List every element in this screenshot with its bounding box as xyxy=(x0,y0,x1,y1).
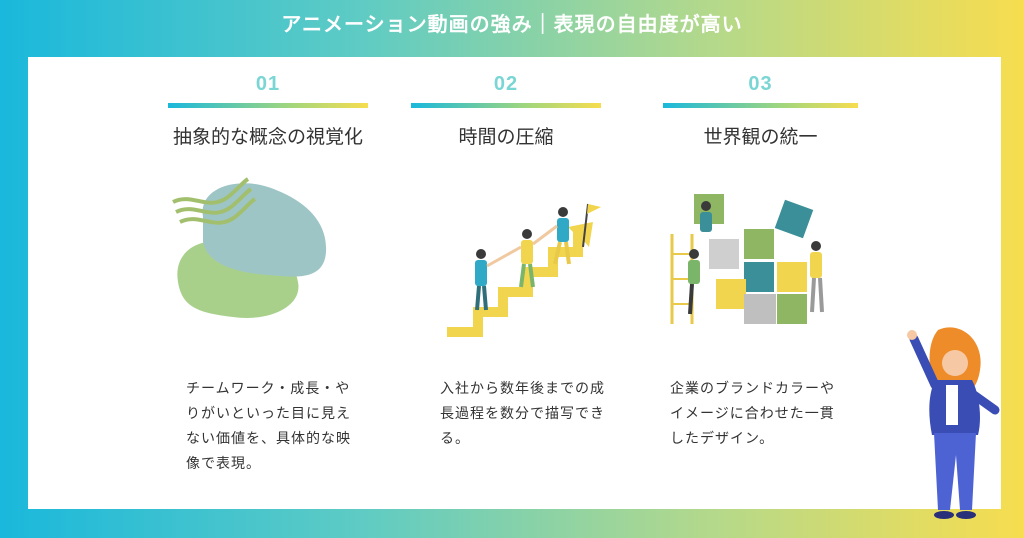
page-title: アニメーション動画の強み｜表現の自由度が高い xyxy=(281,12,743,36)
feature-column-2: 02 時間の圧縮 xyxy=(406,57,606,149)
feature-title: 世界観の統一 xyxy=(703,126,818,148)
climbing-stairs-illustration xyxy=(447,203,601,337)
content-panel: 01 抽象的な概念の視覚化 チームワーク・成長・や りがいといった目に見え ない… xyxy=(28,57,1001,509)
feature-underline xyxy=(663,103,858,108)
feature-title: 時間の圧縮 xyxy=(458,126,554,148)
feature-description: 入社から数年後までの成 長過程を数分で描写でき る。 xyxy=(440,381,605,447)
puzzle-team-illustration xyxy=(670,194,824,324)
feature-underline xyxy=(168,103,368,108)
feature-number: 02 xyxy=(493,73,519,95)
abstract-blobs-illustration xyxy=(172,177,327,318)
feature-description: 企業のブランドカラーや イメージに合わせた一貫 したデザイン。 xyxy=(670,381,835,447)
feature-underline xyxy=(411,103,601,108)
feature-column-1: 01 抽象的な概念の視覚化 xyxy=(163,57,373,149)
feature-number: 01 xyxy=(255,73,281,95)
feature-column-3: 03 世界観の統一 xyxy=(663,57,858,149)
feature-title: 抽象的な概念の視覚化 xyxy=(172,126,363,148)
waving-woman-illustration xyxy=(907,327,1000,519)
feature-description: チームワーク・成長・や りがいといった目に見え ない価値を、具体的な映 像で表現… xyxy=(186,381,351,472)
feature-number: 03 xyxy=(748,73,773,95)
